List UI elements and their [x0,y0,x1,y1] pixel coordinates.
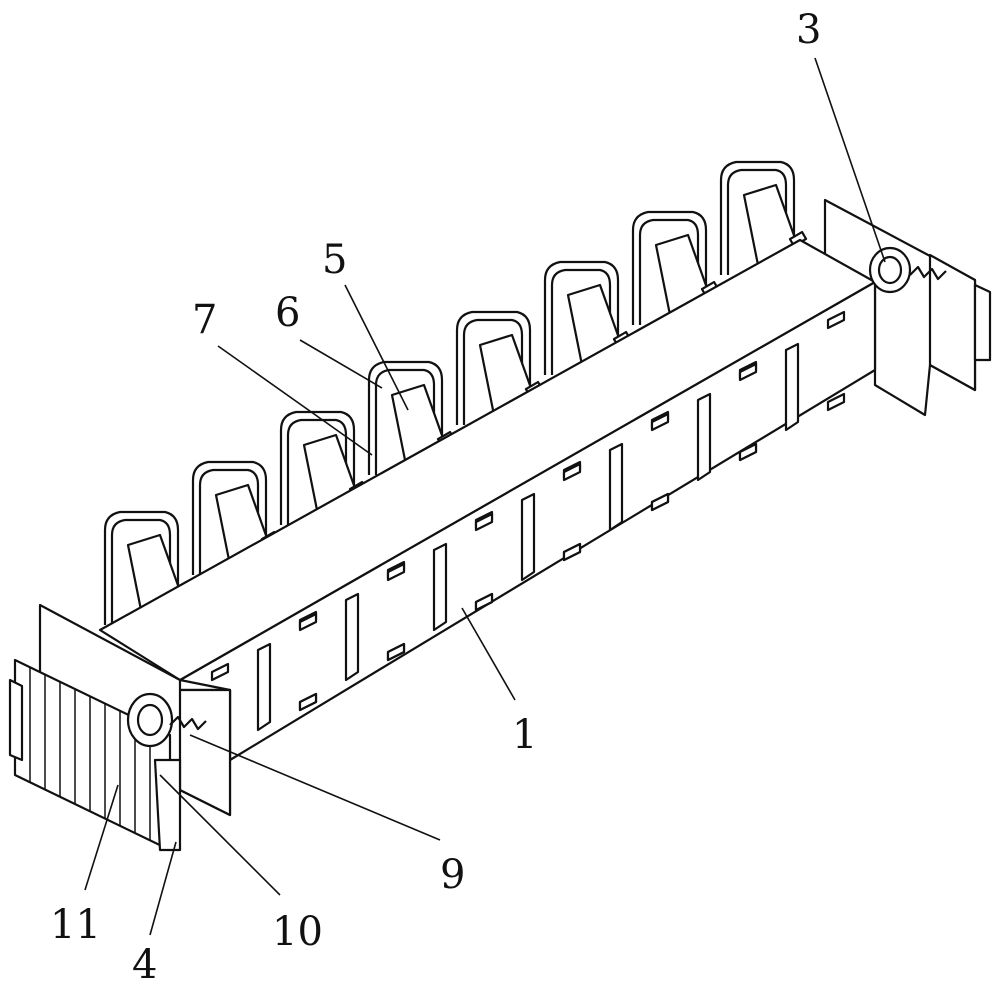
label-11: 11 [50,905,101,945]
label-1: 1 [512,715,537,755]
label-9: 9 [440,855,465,895]
label-4: 4 [132,945,157,985]
label-3: 3 [796,10,821,50]
label-10: 10 [272,912,323,952]
label-7: 7 [192,300,217,340]
label-5: 5 [322,240,347,280]
label-6: 6 [275,293,300,333]
